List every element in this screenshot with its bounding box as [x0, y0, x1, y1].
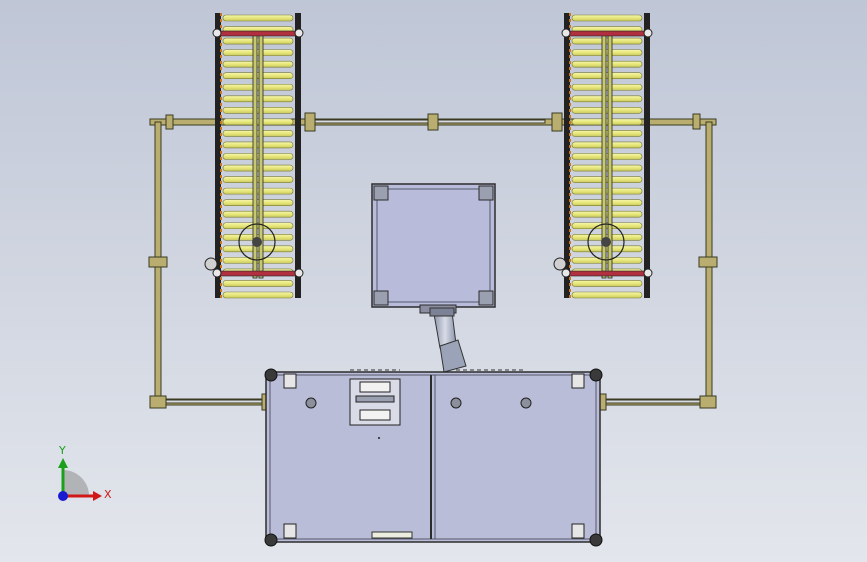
end-bar	[218, 30, 298, 37]
roller	[571, 37, 643, 45]
pulley	[561, 268, 571, 278]
motor-knob	[553, 257, 567, 271]
x-axis-label: X	[104, 488, 112, 501]
roller	[571, 130, 643, 137]
roller	[222, 141, 294, 149]
roller	[571, 60, 643, 68]
roller	[571, 222, 643, 230]
roller	[571, 118, 643, 126]
drawer-handle[interactable]	[349, 378, 401, 426]
pulley	[212, 268, 222, 278]
pulley	[643, 268, 653, 278]
roller	[571, 141, 643, 149]
roller	[222, 107, 294, 114]
roller	[571, 95, 643, 103]
roller	[571, 14, 643, 22]
roller	[222, 164, 294, 172]
roller	[571, 49, 643, 56]
roller	[222, 130, 294, 137]
pulley	[294, 28, 304, 38]
robot-arm[interactable]	[429, 307, 467, 373]
end-bar	[567, 30, 647, 37]
pulley	[561, 28, 571, 38]
roller	[222, 83, 294, 91]
roller	[222, 72, 294, 80]
pulley	[294, 268, 304, 278]
conveyor-rail	[215, 13, 221, 298]
roller	[571, 199, 643, 206]
cabinet[interactable]	[264, 368, 603, 547]
roller	[571, 210, 643, 218]
roller	[571, 153, 643, 160]
drive-hub	[252, 237, 262, 247]
roller	[222, 118, 294, 126]
roller	[222, 222, 294, 230]
conveyor-rail	[295, 13, 301, 298]
roller	[222, 60, 294, 68]
roller	[222, 95, 294, 103]
conveyor-rail	[564, 13, 570, 298]
conveyor-rail	[644, 13, 650, 298]
roller	[222, 14, 294, 22]
roller	[571, 72, 643, 80]
roller	[571, 291, 643, 299]
roller	[571, 83, 643, 91]
top-box[interactable]	[371, 183, 496, 314]
end-bar	[567, 270, 647, 277]
roller	[571, 187, 643, 195]
axis-triad: Y X	[58, 444, 112, 501]
roller	[222, 49, 294, 56]
roller	[571, 280, 643, 287]
roller	[222, 280, 294, 287]
roller	[571, 176, 643, 183]
roller	[222, 210, 294, 218]
pulley	[212, 28, 222, 38]
roller	[222, 199, 294, 206]
roller	[222, 37, 294, 45]
roller	[222, 176, 294, 183]
conveyor-right[interactable]	[553, 13, 653, 299]
drive-wheel	[587, 223, 625, 261]
motor-knob	[204, 257, 218, 271]
pulley	[643, 28, 653, 38]
roller	[222, 153, 294, 160]
drive-wheel	[238, 223, 276, 261]
roller	[222, 291, 294, 299]
roller	[571, 164, 643, 172]
conveyor-left[interactable]	[204, 13, 304, 299]
roller	[222, 187, 294, 195]
drive-hub	[601, 237, 611, 247]
end-bar	[218, 270, 298, 277]
y-axis-label: Y	[58, 444, 66, 457]
roller	[571, 107, 643, 114]
